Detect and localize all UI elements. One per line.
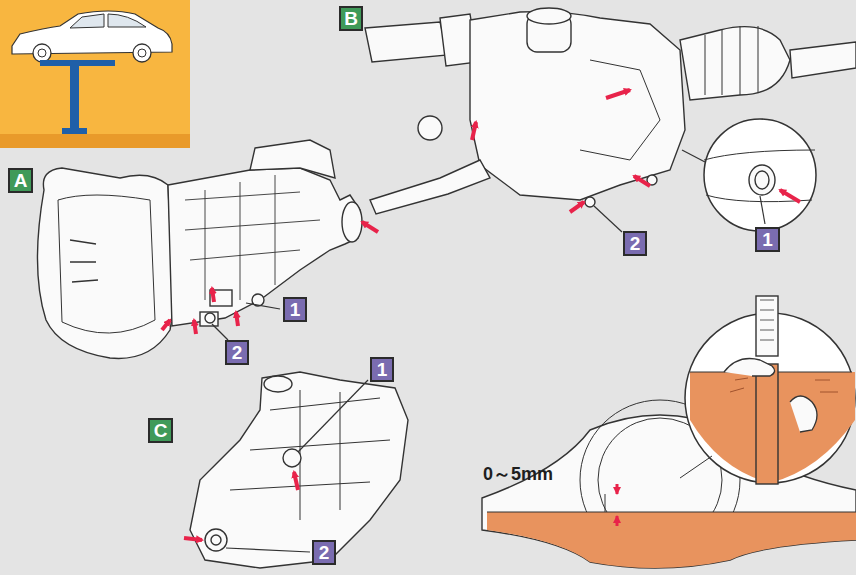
box-text: 1 [290, 300, 301, 319]
red-arrows [472, 90, 800, 212]
box-text: 2 [232, 343, 243, 362]
oil-level-drawing [482, 296, 856, 568]
box-text: 2 [630, 234, 641, 253]
callout-number: 1 [283, 297, 307, 322]
box-text: 1 [377, 360, 388, 379]
box-text: 1 [762, 230, 773, 249]
box-text: 2 [319, 543, 330, 562]
leader-lines [594, 196, 765, 232]
box-text: C [154, 421, 168, 440]
differential-drawing [365, 8, 856, 231]
panel-letter: C [148, 418, 173, 443]
dimension-label: 0～5mm [483, 462, 553, 486]
transmission-drawing [37, 140, 362, 358]
red-arrows [162, 222, 378, 334]
leader-lines [226, 380, 368, 552]
leader-lines [212, 303, 280, 340]
callout-number: 1 [370, 357, 394, 382]
panel-letter: A [8, 168, 33, 193]
red-arrows [184, 472, 298, 540]
box-text: A [14, 171, 28, 190]
callout-number: 2 [225, 340, 249, 365]
dimension-arrows [616, 484, 619, 526]
lift-icon [0, 0, 190, 148]
callout-number: 1 [755, 227, 780, 252]
callout-number: 2 [312, 540, 336, 565]
transfer-case-drawing [190, 372, 408, 568]
callout-number: 2 [623, 231, 647, 256]
box-text: B [344, 9, 358, 28]
panel-letter: B [339, 6, 363, 31]
